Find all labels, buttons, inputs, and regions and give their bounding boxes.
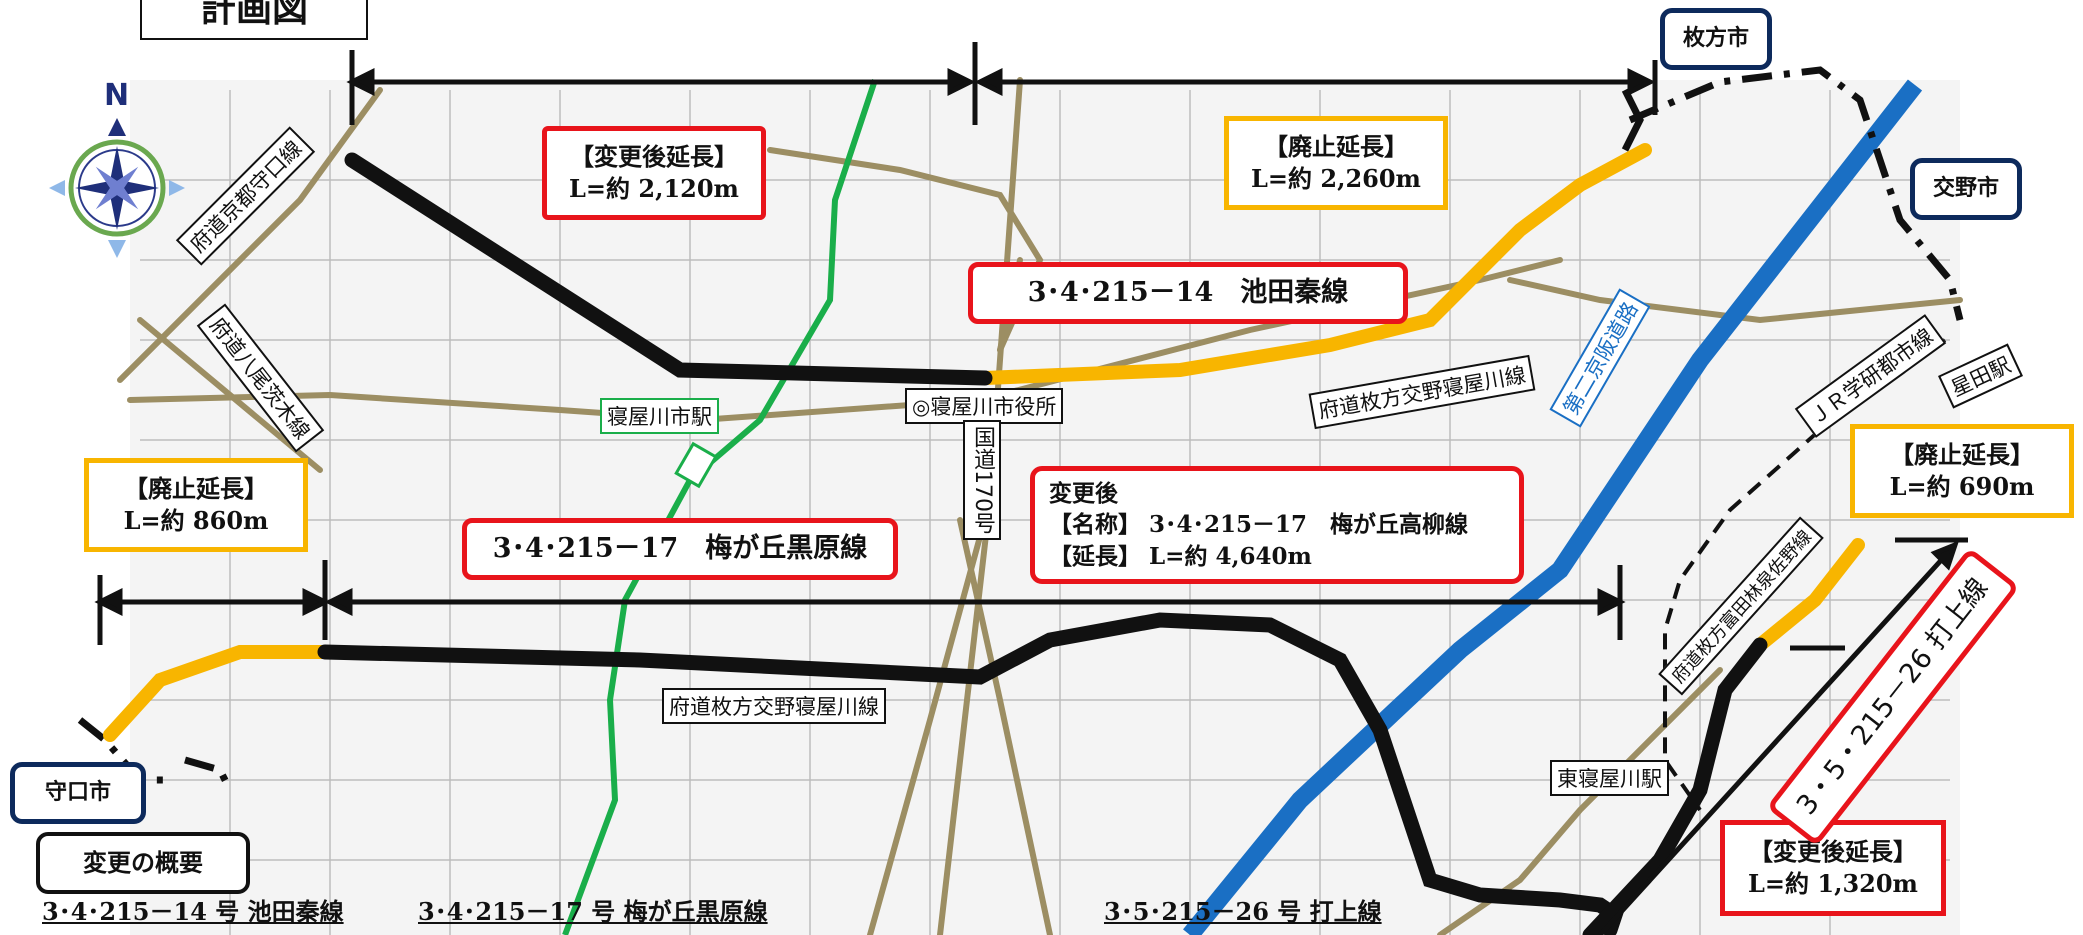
station-marker	[674, 441, 718, 489]
keihan-expressway	[1183, 79, 1923, 935]
dimension-arrows	[94, 42, 1968, 935]
route-umegaoka	[317, 612, 1624, 935]
plan-title: 計画図	[140, 0, 368, 40]
route-uchiage	[1582, 637, 1768, 935]
route-ikeda-hata	[344, 152, 993, 386]
abolished-left-box: 【廃止延長】 L=約 860m	[84, 458, 308, 552]
changed-length-right-label: 【変更後延長】	[1749, 836, 1917, 866]
after-change-box: 変更後 【名称】 3･4･215－17 梅が丘高柳線 【延長】 L=約 4,64…	[1030, 466, 1524, 584]
route-label-umegaoka-kurohara: 3･4･215－17 梅が丘黒原線	[462, 518, 898, 580]
compass-icon	[49, 118, 185, 258]
bottom-note-umegaoka-kurohara: 3･4･215－17 号 梅が丘黒原線	[418, 897, 768, 926]
city-boundary	[1628, 66, 1964, 321]
abolished-right-label: 【廃止延長】	[1890, 439, 2034, 469]
abolished-route-left	[103, 645, 332, 742]
abolished-left-value: L=約 860m	[123, 506, 269, 535]
changed-length-right-value: L=約 1,320m	[1748, 869, 1918, 898]
city-label-moriguchi: 守口市	[10, 762, 146, 824]
higashi-neyagawa-station-label: 東寝屋川駅	[1550, 760, 1669, 796]
change-summary-box: 変更の概要	[36, 832, 250, 894]
city-label-hirakata: 枚方市	[1660, 8, 1772, 70]
changed-length-right-box: 【変更後延長】 L=約 1,320m	[1720, 820, 1946, 916]
after-change-length: 【延長】 L=約 4,640m	[1049, 542, 1312, 570]
after-change-heading: 変更後	[1049, 480, 1118, 508]
bottom-note-ikeda-hata: 3･4･215－14 号 池田秦線	[42, 897, 344, 926]
city-hall-label: ◎寝屋川市役所	[905, 388, 1064, 424]
abolished-right-value: L=約 690m	[1889, 472, 2035, 501]
city-label-katano: 交野市	[1910, 158, 2022, 220]
abolished-left-label: 【廃止延長】	[124, 473, 268, 503]
route-170-label: 国道170号	[963, 420, 1001, 540]
route-label-ikeda-hata: 3･4･215－14 池田秦線	[968, 262, 1408, 324]
abolished-route-right	[1753, 538, 1865, 652]
neyagawa-station-label: 寝屋川市駅	[600, 398, 719, 434]
bottom-note-uchiage: 3･5･215－26 号 打上線	[1104, 897, 1382, 926]
abolished-right-box: 【廃止延長】 L=約 690m	[1850, 424, 2074, 518]
city-boundary-top	[1621, 88, 1644, 152]
city-boundary-left	[77, 717, 234, 792]
changed-length-top-value: L=約 2,120m	[569, 174, 739, 203]
compass-north-letter: N	[104, 78, 130, 113]
changed-length-top-box: 【変更後延長】 L=約 2,120m	[542, 126, 766, 220]
after-change-name: 【名称】 3･4･215－17 梅が丘高柳線	[1049, 511, 1469, 539]
abolished-route-top	[978, 143, 1652, 385]
pref-road-bottom-label: 府道枚方交野寝屋川線	[662, 688, 886, 724]
abolished-top-label: 【廃止延長】	[1264, 131, 1408, 161]
changed-length-top-label: 【変更後延長】	[570, 141, 738, 171]
abolished-top-value: L=約 2,260m	[1251, 164, 1421, 193]
abolished-top-box: 【廃止延長】 L=約 2,260m	[1224, 116, 1448, 210]
